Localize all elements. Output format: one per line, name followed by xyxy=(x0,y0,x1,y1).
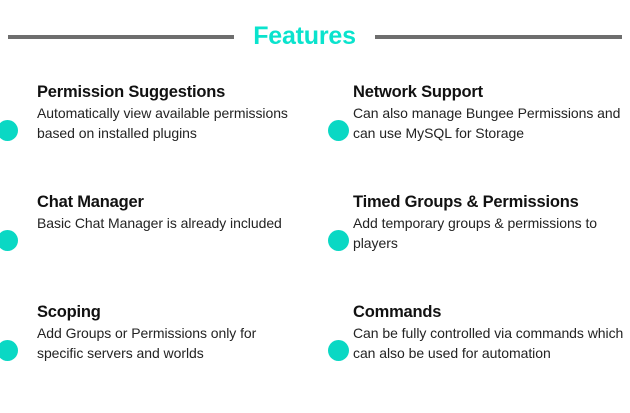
features-grid: Permission Suggestions Automatically vie… xyxy=(0,82,630,413)
feature-text: Commands Can be fully controlled via com… xyxy=(353,302,630,363)
feature-text: Chat Manager Basic Chat Manager is alrea… xyxy=(37,192,299,234)
bullet-dot-icon xyxy=(0,230,18,251)
feature-text: Permission Suggestions Automatically vie… xyxy=(37,82,299,143)
bullet-dot-icon xyxy=(0,340,18,361)
feature-text: Timed Groups & Permissions Add temporary… xyxy=(353,192,630,253)
bullet-dot-icon xyxy=(328,230,349,251)
page-title: Features xyxy=(253,22,356,50)
feature-title: Network Support xyxy=(353,83,483,101)
feature-title: Timed Groups & Permissions xyxy=(353,193,579,211)
bullet-dot-icon xyxy=(328,340,349,361)
feature-text: Network Support Can also manage Bungee P… xyxy=(353,82,630,143)
feature-title: Chat Manager xyxy=(37,193,144,211)
section-header: Features xyxy=(0,14,630,59)
header-rule-right xyxy=(374,34,622,39)
feature-description: Basic Chat Manager is already included xyxy=(37,215,282,231)
features-column-right: Network Support Can also manage Bungee P… xyxy=(315,82,630,413)
feature-description: Can also manage Bungee Permissions and c… xyxy=(353,105,621,141)
header-rule-left xyxy=(8,34,235,39)
bullet-dot-icon xyxy=(0,120,18,141)
feature-title: Commands xyxy=(353,303,442,321)
feature-description: Add Groups or Permissions only for speci… xyxy=(37,325,257,361)
bullet-dot-icon xyxy=(328,120,349,141)
features-column-left: Permission Suggestions Automatically vie… xyxy=(0,82,315,413)
feature-description: Add temporary groups & permissions to pl… xyxy=(353,215,598,251)
feature-description: Automatically view available permissions… xyxy=(37,105,288,141)
feature-description: Can be fully controlled via commands whi… xyxy=(353,325,624,361)
feature-title: Scoping xyxy=(37,303,101,321)
feature-text: Scoping Add Groups or Permissions only f… xyxy=(37,302,299,363)
feature-title: Permission Suggestions xyxy=(37,83,226,101)
